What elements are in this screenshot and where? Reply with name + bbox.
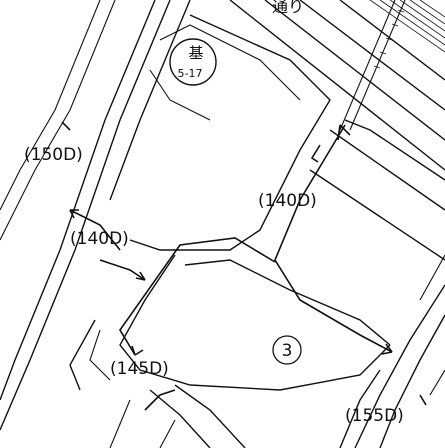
road-width-140-left: (140D) xyxy=(70,229,129,249)
road-width-150: (150D) xyxy=(24,145,83,165)
lower-left-roads xyxy=(109,384,246,448)
route-path xyxy=(69,124,393,411)
sign-kanji: 基 xyxy=(188,44,203,62)
left-road xyxy=(0,0,191,431)
block-3-outline xyxy=(69,254,391,391)
mid-corridor xyxy=(309,119,445,261)
main-road-hatching xyxy=(229,0,445,171)
lower-right-roads xyxy=(339,254,445,448)
arrow-markers xyxy=(61,121,427,406)
road-width-145: (145D) xyxy=(110,359,169,379)
block-number: 3 xyxy=(282,341,293,361)
top-road-fragment: 通り xyxy=(272,0,304,16)
upper-block xyxy=(129,14,331,251)
diagonal-track xyxy=(339,0,406,131)
sign-sub: 5-17 xyxy=(178,67,203,80)
road-width-140-right: (140D) xyxy=(258,191,317,211)
block-number-badge: 3 xyxy=(272,335,302,365)
survey-sign: 基 5-17 xyxy=(169,38,217,86)
road-width-155: (155D) xyxy=(345,406,404,426)
